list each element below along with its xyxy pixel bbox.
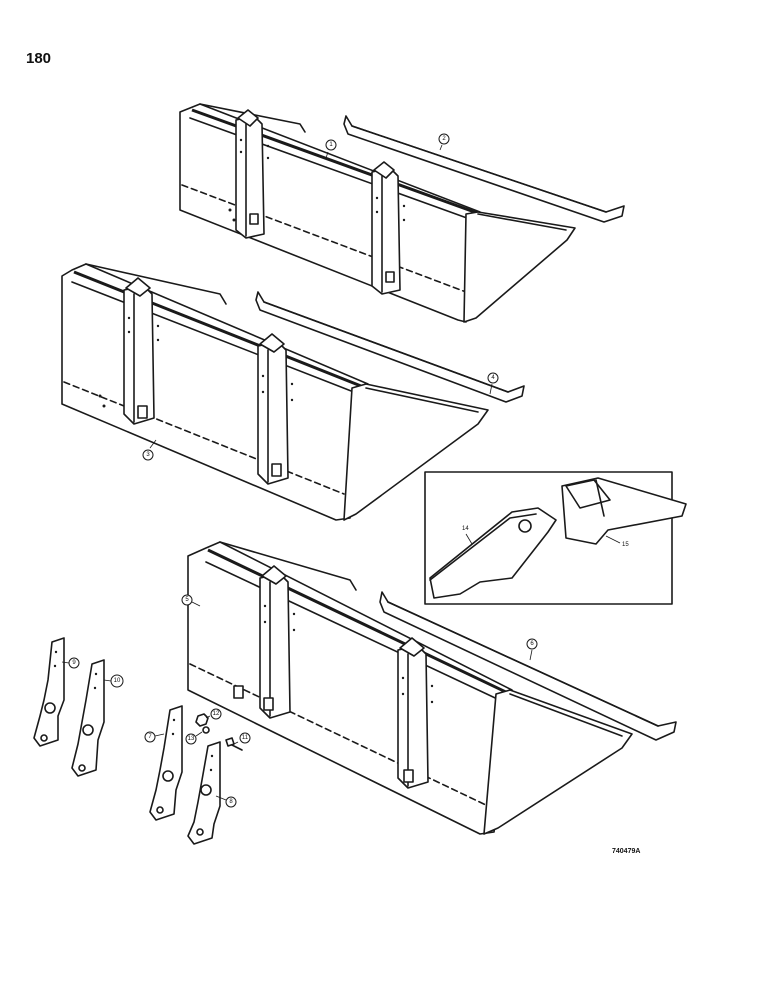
callout-3-label: 3 [146, 452, 150, 458]
callout-7: 7 [144, 731, 165, 743]
side-plate-8 [187, 741, 221, 845]
side-plate-9 [33, 637, 65, 747]
callout-6-label: 6 [530, 641, 534, 647]
callout-10-label: 10 [114, 678, 121, 684]
callout-11-label: 11 [242, 735, 249, 741]
callout-15-label: 15 [622, 542, 629, 548]
callout-9: 9 [61, 657, 80, 669]
callout-5-label: 5 [185, 597, 189, 603]
callout-4: 4 [487, 372, 499, 395]
tooth-inset [424, 471, 687, 605]
callout-12-label: 12 [213, 711, 220, 717]
side-plate-7 [149, 705, 183, 821]
callout-14: 14 [462, 526, 473, 545]
callout-4-label: 4 [491, 375, 495, 381]
bucket-bottom [187, 541, 633, 835]
callout-6: 6 [526, 638, 538, 661]
cutting-edge-bottom [379, 591, 677, 741]
callout-10: 10 [103, 674, 124, 688]
page-number: 180 [26, 50, 52, 67]
cutting-edge-top [343, 115, 625, 223]
callout-1-label: 1 [329, 142, 333, 148]
callout-1: 1 [325, 139, 337, 159]
callout-13: 13 [185, 731, 203, 745]
washer-13 [202, 726, 210, 734]
callout-15: 15 [605, 535, 629, 548]
cutting-edge-middle [255, 291, 525, 403]
bucket-top [179, 103, 576, 323]
callout-9-label: 9 [72, 660, 76, 666]
callout-13-label: 13 [188, 736, 195, 742]
callout-2-label: 2 [442, 136, 446, 142]
callout-8-label: 8 [229, 799, 233, 805]
callout-2: 2 [438, 133, 450, 151]
callout-11: 11 [233, 732, 251, 745]
callout-12: 12 [205, 708, 222, 720]
callout-3: 3 [142, 439, 157, 461]
callout-14-label: 14 [462, 526, 469, 532]
callout-7-label: 7 [148, 734, 152, 740]
callout-5: 5 [181, 594, 201, 607]
callout-8: 8 [215, 795, 237, 808]
side-plate-10 [71, 659, 105, 777]
bucket-middle [61, 263, 489, 521]
nut-12 [195, 713, 209, 727]
drawing-code: 740479A [612, 848, 641, 855]
